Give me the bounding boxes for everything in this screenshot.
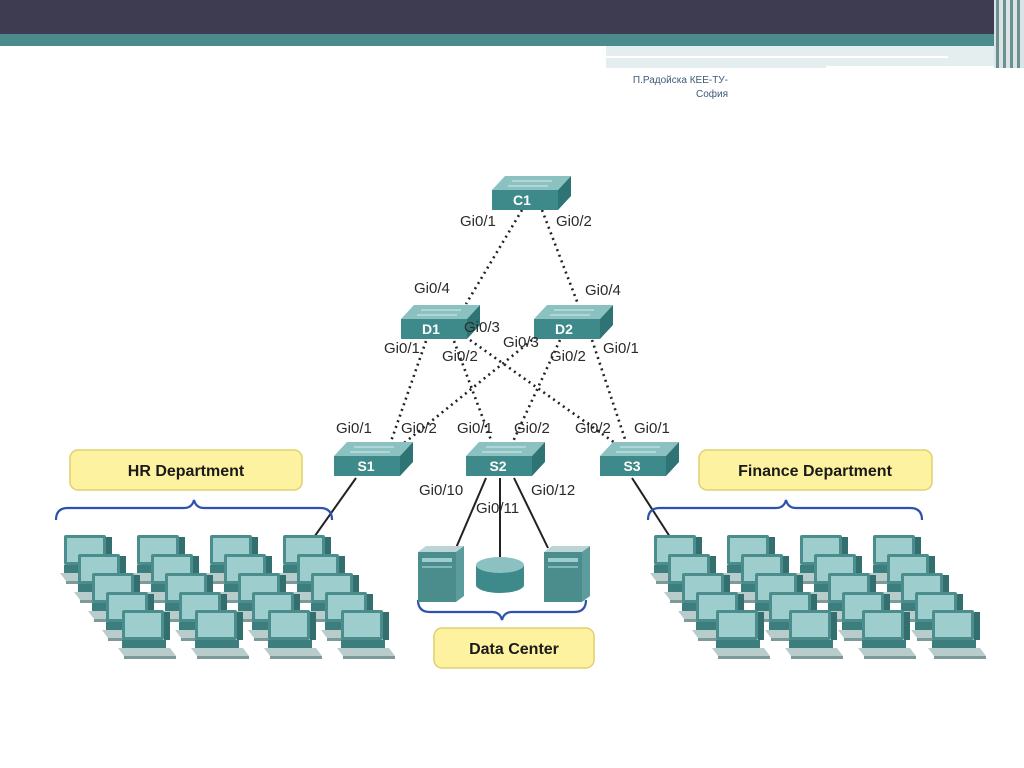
port-label: Gi0/1 [634,420,670,437]
port-label: Gi0/12 [531,482,575,499]
server-icon [418,546,464,602]
title-bar-accent [0,34,1024,46]
port-label: Gi0/1 [603,340,639,357]
title-bar-dark [0,0,1024,34]
port-label: Gi0/4 [585,282,621,299]
switch-label-s1: S1 [357,458,374,474]
decor-line [826,66,994,68]
author-line-2: София [695,89,728,100]
port-label: Gi0/2 [550,348,586,365]
link-s2-server1 [455,477,487,549]
port-label: Gi0/3 [503,334,539,351]
port-label: Gi0/1 [460,213,496,230]
brace-hr [54,499,334,521]
port-label: Gi0/4 [414,280,450,297]
computer-icon [118,610,176,659]
port-label: Gi0/1 [336,420,372,437]
computer-icon [191,610,249,659]
label-box-finance: Finance Department [698,449,933,491]
link-s1-hr [311,477,357,541]
corner-decoration [994,0,1024,68]
computer-icon [264,610,322,659]
finance-computer-cluster [650,535,986,659]
port-label: Gi0/2 [575,420,611,437]
label-hr-department: HR Department [128,463,245,480]
server-icon [544,546,590,602]
storage-icon [476,557,524,593]
switch-label-d1: D1 [422,321,440,337]
decor-line [606,56,948,58]
switch-c1: C1 [492,176,571,210]
data-center-devices [418,546,590,602]
port-label: Gi0/1 [384,340,420,357]
label-box-datacenter: Data Center [433,627,595,669]
port-label: Gi0/1 [457,420,493,437]
computer-icon [785,610,843,659]
link-c1-d1 [464,209,524,305]
switch-d1: D1 [401,305,480,339]
label-box-hr: HR Department [69,449,303,491]
label-data-center: Data Center [469,641,559,658]
switch-label-d2: D2 [555,321,573,337]
link-d1-s2 [452,340,496,449]
switch-s2: S2 [466,442,545,476]
port-label: Gi0/2 [442,348,478,365]
switch-label-c1: C1 [513,192,531,208]
switch-s3: S3 [600,442,679,476]
link-d1-s1 [386,340,428,451]
port-label: Gi0/2 [556,213,592,230]
port-label: Gi0/2 [514,420,550,437]
port-label: Gi0/11 [476,500,519,517]
access-lines [311,477,673,562]
author-line-1: П.Радойска КЕЕ-ТУ- [632,75,728,86]
port-label: Gi0/10 [419,482,463,499]
switch-s1: S1 [334,442,413,476]
switch-d2: D2 [534,305,613,339]
switch-label-s3: S3 [623,458,640,474]
uplink-lines [386,209,630,451]
link-s2-server2 [513,477,549,549]
computer-icon [337,610,395,659]
author-text: П.Радойска КЕЕ-ТУ- София [580,74,728,102]
link-d1-s3 [469,338,623,450]
switch-label-s2: S2 [489,458,506,474]
port-labels: Gi0/1 Gi0/2 Gi0/4 Gi0/4 Gi0/3 Gi0/1 Gi0/… [336,213,670,517]
hr-computer-cluster [60,535,395,659]
port-label: Gi0/2 [401,420,437,437]
computer-icon [858,610,916,659]
computer-icon [712,610,770,659]
label-finance-department: Finance Department [738,463,892,480]
brace-finance [646,499,924,521]
brace-datacenter [416,599,588,621]
link-d2-s2 [508,339,562,449]
port-label: Gi0/3 [464,319,500,336]
link-d2-s3 [590,339,630,449]
computer-icon [928,610,986,659]
